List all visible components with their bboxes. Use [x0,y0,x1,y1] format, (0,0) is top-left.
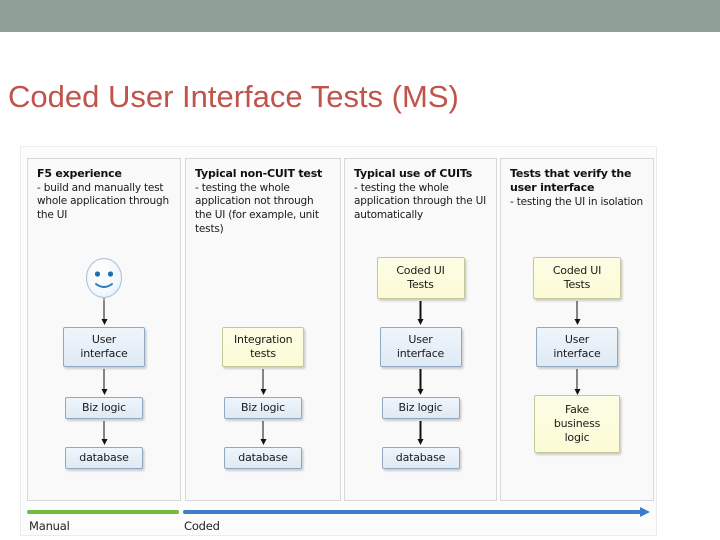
column-text: F5 experience - build and manually test … [28,159,180,223]
node-user-interface: User interface [63,327,145,367]
down-arrow [101,301,108,325]
node-biz-logic: Biz logic [381,397,460,419]
node-database: database [65,447,143,469]
down-arrow [101,421,108,445]
node-fake-business-logic: Fake business logic [534,395,620,453]
manual-range-line [27,510,179,514]
legend-label-coded: Coded [184,519,220,533]
down-arrow [574,369,581,395]
down-arrow [417,421,424,445]
down-arrow [260,369,267,395]
column-f5-experience: F5 experience - build and manually test … [27,158,181,501]
column-bullet: - testing the whole application not thro… [195,181,319,235]
node-database: database [381,447,460,469]
page-title: Coded User Interface Tests (MS) [8,78,459,114]
down-arrow [417,301,424,325]
down-arrow [574,301,581,325]
testing-comparison-diagram: F5 experience - build and manually test … [20,146,657,536]
column-heading: Typical use of CUITs [354,167,473,180]
column-heading: F5 experience [37,167,122,180]
node-biz-logic: Biz logic [224,397,302,419]
column-bullet: - testing the UI in isolation [510,195,643,208]
node-coded-ui-tests: Coded UI Tests [533,257,621,299]
down-arrow [260,421,267,445]
smiley-face-icon [84,257,124,301]
down-arrow [101,369,108,395]
coded-range-arrow [183,506,650,517]
node-coded-ui-tests: Coded UI Tests [376,257,465,299]
column-typical-non-cuit-test: Typical non-CUIT test - testing the whol… [185,158,341,501]
column-text: Typical non-CUIT test - testing the whol… [186,159,340,236]
column-heading: Typical non-CUIT test [195,167,323,180]
column-heading: Tests that verify the user interface [510,167,632,194]
slide-header-bar [0,0,720,32]
column-tests-that-verify-ui: Tests that verify the user interface - t… [500,158,654,501]
column-bullet: - build and manually test whole applicat… [37,181,169,222]
node-user-interface: User interface [536,327,618,367]
arrow-head-icon [640,506,650,517]
node-biz-logic: Biz logic [65,397,143,419]
column-text: Typical use of CUITs - testing the whole… [345,159,496,223]
down-arrow [417,369,424,395]
column-bullet: - testing the whole application through … [354,181,487,222]
node-user-interface: User interface [379,327,462,367]
node-integration-tests: Integration tests [222,327,304,367]
legend-label-manual: Manual [29,519,70,533]
node-database: database [224,447,302,469]
column-text: Tests that verify the user interface - t… [501,159,653,209]
column-typical-use-of-cuits: Typical use of CUITs - testing the whole… [344,158,497,501]
